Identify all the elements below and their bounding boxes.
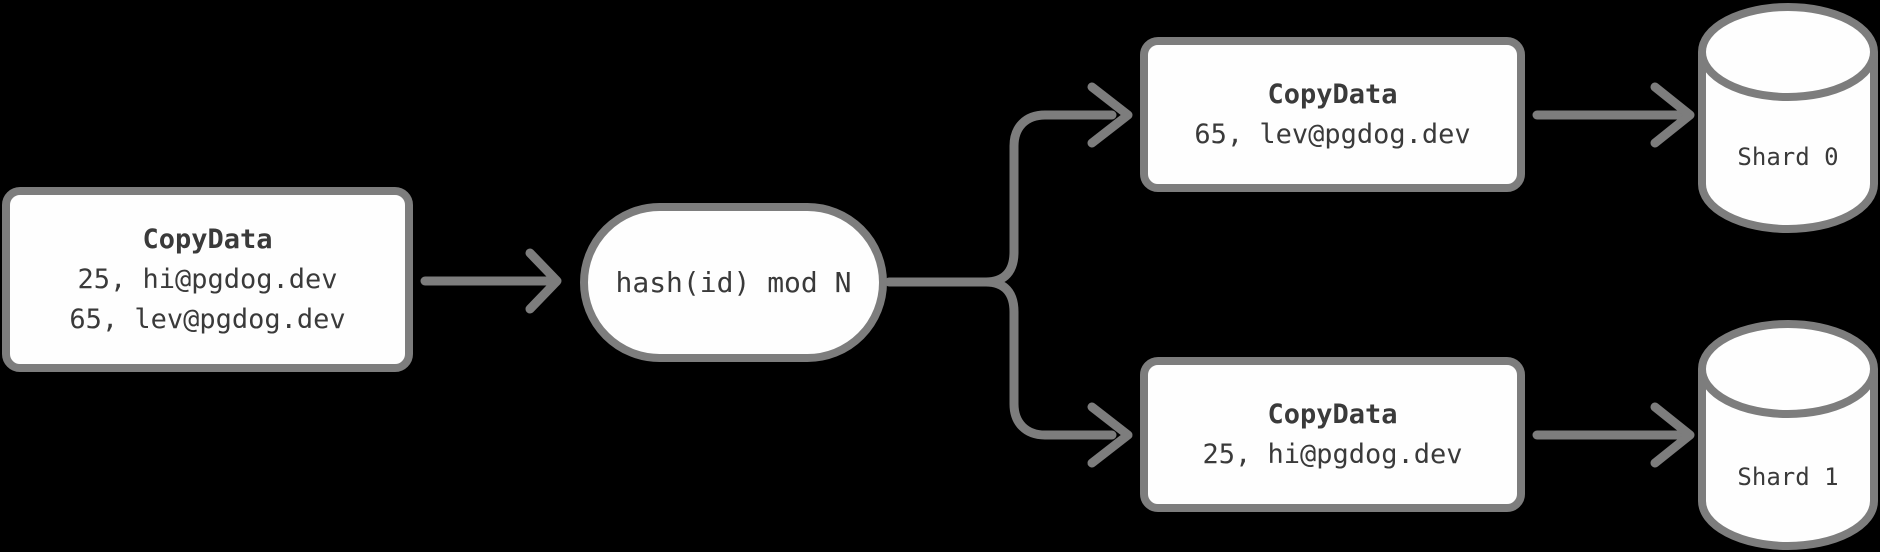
node-label: hash(id) mod N bbox=[615, 266, 852, 299]
node-row: 65, lev@pgdog.dev bbox=[1194, 118, 1471, 150]
edge-msg0-to-shard0 bbox=[1532, 82, 1695, 148]
shard0-database-cylinder-icon bbox=[1698, 3, 1878, 233]
edge-hash-fork bbox=[884, 82, 1133, 468]
arrowhead-icon bbox=[1087, 402, 1133, 468]
fork-branch-top-line bbox=[981, 110, 1117, 287]
node-row: 65, lev@pgdog.dev bbox=[69, 303, 346, 335]
edge-input-to-hash bbox=[420, 248, 562, 314]
arrowhead-icon bbox=[1087, 82, 1133, 148]
node-title: CopyData bbox=[1267, 78, 1398, 110]
node-title: CopyData bbox=[142, 223, 273, 255]
node-copydata-shard1: CopyData 25, hi@pgdog.dev bbox=[1140, 357, 1525, 512]
cylinder-top bbox=[1698, 320, 1878, 418]
node-hash-function: hash(id) mod N bbox=[580, 203, 887, 362]
node-row: 25, hi@pgdog.dev bbox=[77, 263, 338, 295]
cylinder-body bbox=[1698, 52, 1878, 233]
node-copydata-shard0: CopyData 65, lev@pgdog.dev bbox=[1140, 37, 1525, 192]
fork-branch-bottom-line bbox=[981, 277, 1117, 440]
shard1-database-cylinder-icon bbox=[1698, 320, 1878, 550]
shard1-label: Shard 1 bbox=[1737, 463, 1839, 491]
arrowhead-icon bbox=[1650, 402, 1695, 468]
node-title: CopyData bbox=[1267, 398, 1398, 430]
arrowhead-icon bbox=[525, 248, 562, 314]
cylinder-top bbox=[1698, 3, 1878, 101]
shard0-label: Shard 0 bbox=[1737, 143, 1839, 171]
arrowhead-icon bbox=[1650, 82, 1695, 148]
node-input-copydata: CopyData 25, hi@pgdog.dev 65, lev@pgdog.… bbox=[2, 187, 413, 372]
edge-msg1-to-shard1 bbox=[1532, 402, 1695, 468]
cylinder-body bbox=[1698, 369, 1878, 550]
node-row: 25, hi@pgdog.dev bbox=[1202, 438, 1463, 470]
